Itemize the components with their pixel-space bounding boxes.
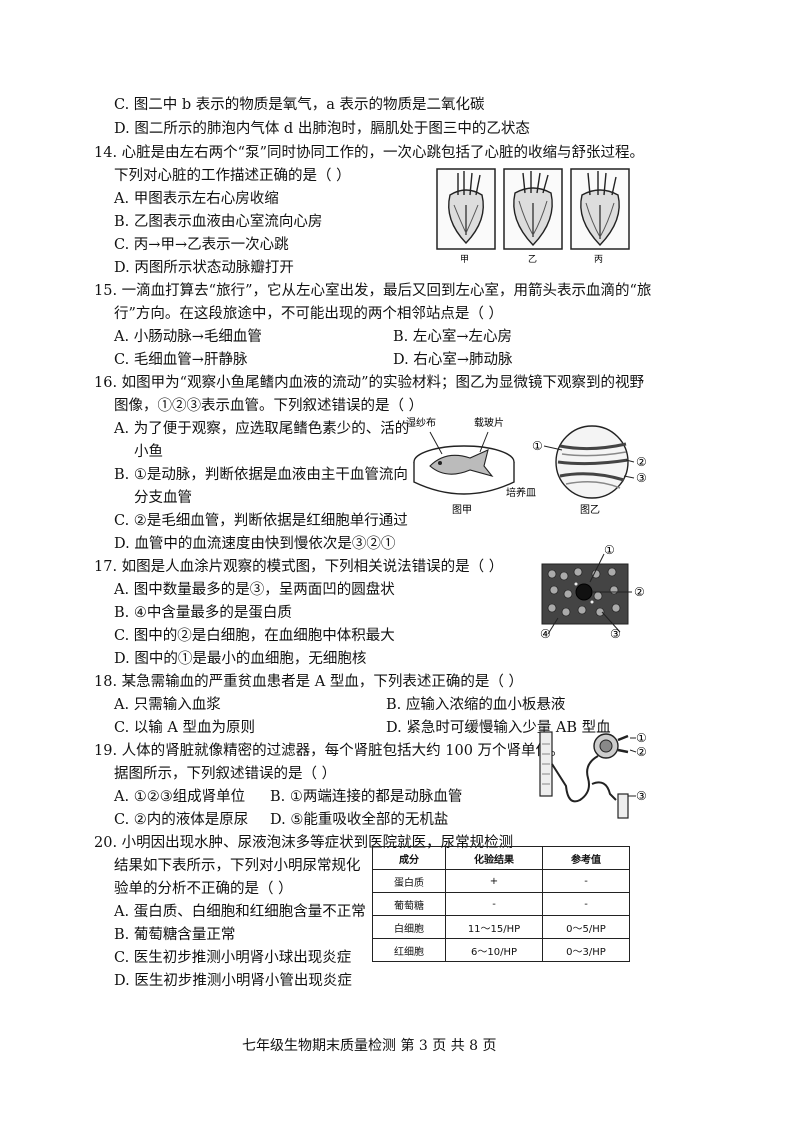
micro-label-3: ③: [636, 471, 647, 485]
text-line-q14D: D. 丙图所示状态动脉瓣打开: [114, 260, 294, 276]
text-line-q18a: 18. 某急需输血的严重贫血患者是 A 型血，下列表述正确的是（ ）: [94, 674, 523, 690]
heart-jia: [436, 168, 496, 250]
text-line-q13d: D. 图二所示的肺泡内气体 d 出肺泡时，膈肌处于图三中的乙状态: [114, 121, 530, 137]
table-cell: 0～3/HP: [542, 938, 630, 962]
heart-label-bing: 丙: [594, 254, 603, 265]
table-cell: 葡萄糖: [372, 892, 446, 916]
text-line-q18C: C. 以输 A 型血为原则: [114, 720, 255, 736]
table-row: 蛋白质 + -: [372, 869, 630, 893]
text-line-q17A: A. 图中数量最多的是③，呈两面凹的圆盘状: [114, 582, 395, 598]
heart-diagram: 甲 乙 丙: [436, 168, 630, 265]
text-line-q19a: 19. 人体的肾脏就像精密的过滤器，每个肾脏包括大约 100 万个肾单位。: [94, 743, 565, 759]
heart-bing: [570, 168, 630, 250]
text-line-q20c: 验单的分析不正确的是（ ）: [114, 881, 293, 897]
heart-label-yi: 乙: [528, 254, 537, 265]
table-header: 成分: [372, 846, 446, 870]
text-line-q17D: D. 图中的①是最小的血细胞，无细胞核: [114, 651, 367, 667]
text-line-q19D: D. ⑤能重吸收全部的无机盐: [270, 812, 449, 828]
table-cell: 6～10/HP: [445, 938, 543, 962]
smear-label-4: ④: [540, 627, 551, 641]
smear-label-1: ①: [604, 543, 615, 557]
text-line-q14A: A. 甲图表示左右心房收缩: [114, 191, 279, 207]
text-line-q16a: 16. 如图甲为“观察小鱼尾鳍内血液的流动”的实验材料；图乙为显微镜下观察到的视…: [94, 375, 644, 391]
text-line-q18D: D. 紧急时可缓慢输入少量 AB 型血: [386, 720, 611, 736]
caption-fig-a: 图甲: [452, 504, 472, 516]
nephron-diagram: ① ② ③: [539, 731, 647, 819]
text-line-q20B: B. 葡萄糖含量正常: [114, 927, 236, 943]
text-line-q14B: B. 乙图表示血液由心室流向心房: [114, 214, 323, 230]
label-petri-dish: 培养皿: [506, 486, 536, 499]
text-line-q16A2: 小鱼: [134, 444, 163, 460]
smear-label-2: ②: [634, 585, 645, 599]
text-line-q16C: C. ②是毛细血管，判断依据是红细胞单行通过: [114, 513, 408, 529]
text-line-q17B: B. ④中含量最多的是蛋白质: [114, 605, 292, 621]
text-line-q14b: 下列对心脏的工作描述正确的是（ ）: [114, 168, 351, 184]
text-line-q13c: C. 图二中 b 表示的物质是氧气，a 表示的物质是二氧化碳: [114, 97, 485, 113]
table-cell: 红细胞: [372, 938, 446, 962]
text-line-q14C: C. 丙→甲→乙表示一次心跳: [114, 237, 289, 253]
table-row: 葡萄糖 - -: [372, 892, 630, 916]
text-line-q15a: 15. 一滴血打算去“旅行”，它从左心室出发，最后又回到左心室，用箭头表示血滴的…: [94, 283, 652, 299]
table-header-row: 成分 化验结果 参考值: [372, 846, 630, 870]
text-line-q20A: A. 蛋白质、白细胞和红细胞含量不正常: [114, 904, 366, 920]
text-line-q15D: D. 右心室→肺动脉: [393, 352, 513, 368]
table-cell: -: [445, 892, 543, 916]
urine-test-table: 成分 化验结果 参考值 蛋白质 + - 葡萄糖 - - 白细胞 11～15/HP…: [372, 846, 630, 962]
fish-tail-diagram: 湿纱布 载玻片 培养皿 图甲 ① ② ③ 图乙: [406, 416, 647, 516]
table-cell: -: [542, 892, 630, 916]
label-wet-gauze: 湿纱布: [406, 417, 436, 429]
text-line-q15C: C. 毛细血管→肝静脉: [114, 352, 248, 368]
text-line-q16B1: B. ①是动脉，判断依据是血液由主干血管流向: [114, 467, 408, 483]
label-slide: 载玻片: [474, 416, 504, 429]
table-header: 参考值: [542, 846, 630, 870]
micro-label-1: ①: [532, 439, 543, 453]
table-cell: +: [445, 869, 543, 893]
text-line-q20C: C. 医生初步推测小明肾小球出现炎症: [114, 950, 352, 966]
text-line-q16A1: A. 为了便于观察，应选取尾鳍色素少的、活的: [114, 421, 410, 437]
nephron-label-2: ②: [636, 745, 647, 759]
nephron-label-1: ①: [636, 731, 647, 745]
text-line-q19B: B. ①两端连接的都是动脉血管: [270, 789, 463, 805]
text-line-q18A: A. 只需输入血浆: [114, 697, 221, 713]
text-line-q16b: 图像，①②③表示血管。下列叙述错误的是（ ）: [114, 398, 424, 414]
text-line-q20b: 结果如下表所示，下列对小明尿常规化: [114, 858, 361, 874]
text-line-q15A: A. 小肠动脉→毛细血管: [114, 329, 262, 345]
blood-smear-diagram: ① ② ③ ④: [540, 543, 645, 641]
text-line-q16B2: 分支血管: [134, 490, 192, 506]
table-cell: 11～15/HP: [445, 915, 543, 939]
nephron-label-3: ③: [636, 789, 647, 803]
text-line-q17C: C. 图中的②是白细胞，在血细胞中体积最大: [114, 628, 395, 644]
text-line-q14a: 14. 心脏是由左右两个“泵”同时协同工作的，一次心跳包括了心脏的收缩与舒张过程…: [94, 145, 644, 161]
page-footer: 七年级生物期末质量检测 第 3 页 共 8 页: [242, 1038, 497, 1054]
table-cell: -: [542, 869, 630, 893]
heart-yi: [503, 168, 563, 250]
table-row: 红细胞 6～10/HP 0～3/HP: [372, 938, 630, 962]
table-row: 白细胞 11～15/HP 0～5/HP: [372, 915, 630, 939]
text-line-q15b: 行”方向。在这段旅途中，不可能出现的两个相邻站点是（ ）: [114, 306, 504, 322]
text-line-q20D: D. 医生初步推测小明肾小管出现炎症: [114, 973, 352, 989]
table-cell: 0～5/HP: [542, 915, 630, 939]
text-line-q17a: 17. 如图是人血涂片观察的模式图，下列相关说法错误的是（ ）: [94, 559, 504, 575]
text-line-q15B: B. 左心室→左心房: [393, 329, 513, 345]
micro-label-2: ②: [636, 455, 647, 469]
table-cell: 蛋白质: [372, 869, 446, 893]
table-cell: 白细胞: [372, 915, 446, 939]
text-line-q19b: 据图所示，下列叙述错误的是（ ）: [114, 766, 337, 782]
smear-label-3: ③: [610, 627, 621, 641]
text-line-q19A: A. ①②③组成肾单位: [114, 789, 246, 805]
caption-fig-b: 图乙: [580, 504, 600, 516]
text-line-q16D: D. 血管中的血流速度由快到慢依次是③②①: [114, 536, 396, 552]
text-line-q19C: C. ②内的液体是原尿: [114, 812, 249, 828]
heart-label-jia: 甲: [460, 254, 469, 265]
text-line-q18B: B. 应输入浓缩的血小板悬液: [386, 697, 566, 713]
table-header: 化验结果: [445, 846, 543, 870]
